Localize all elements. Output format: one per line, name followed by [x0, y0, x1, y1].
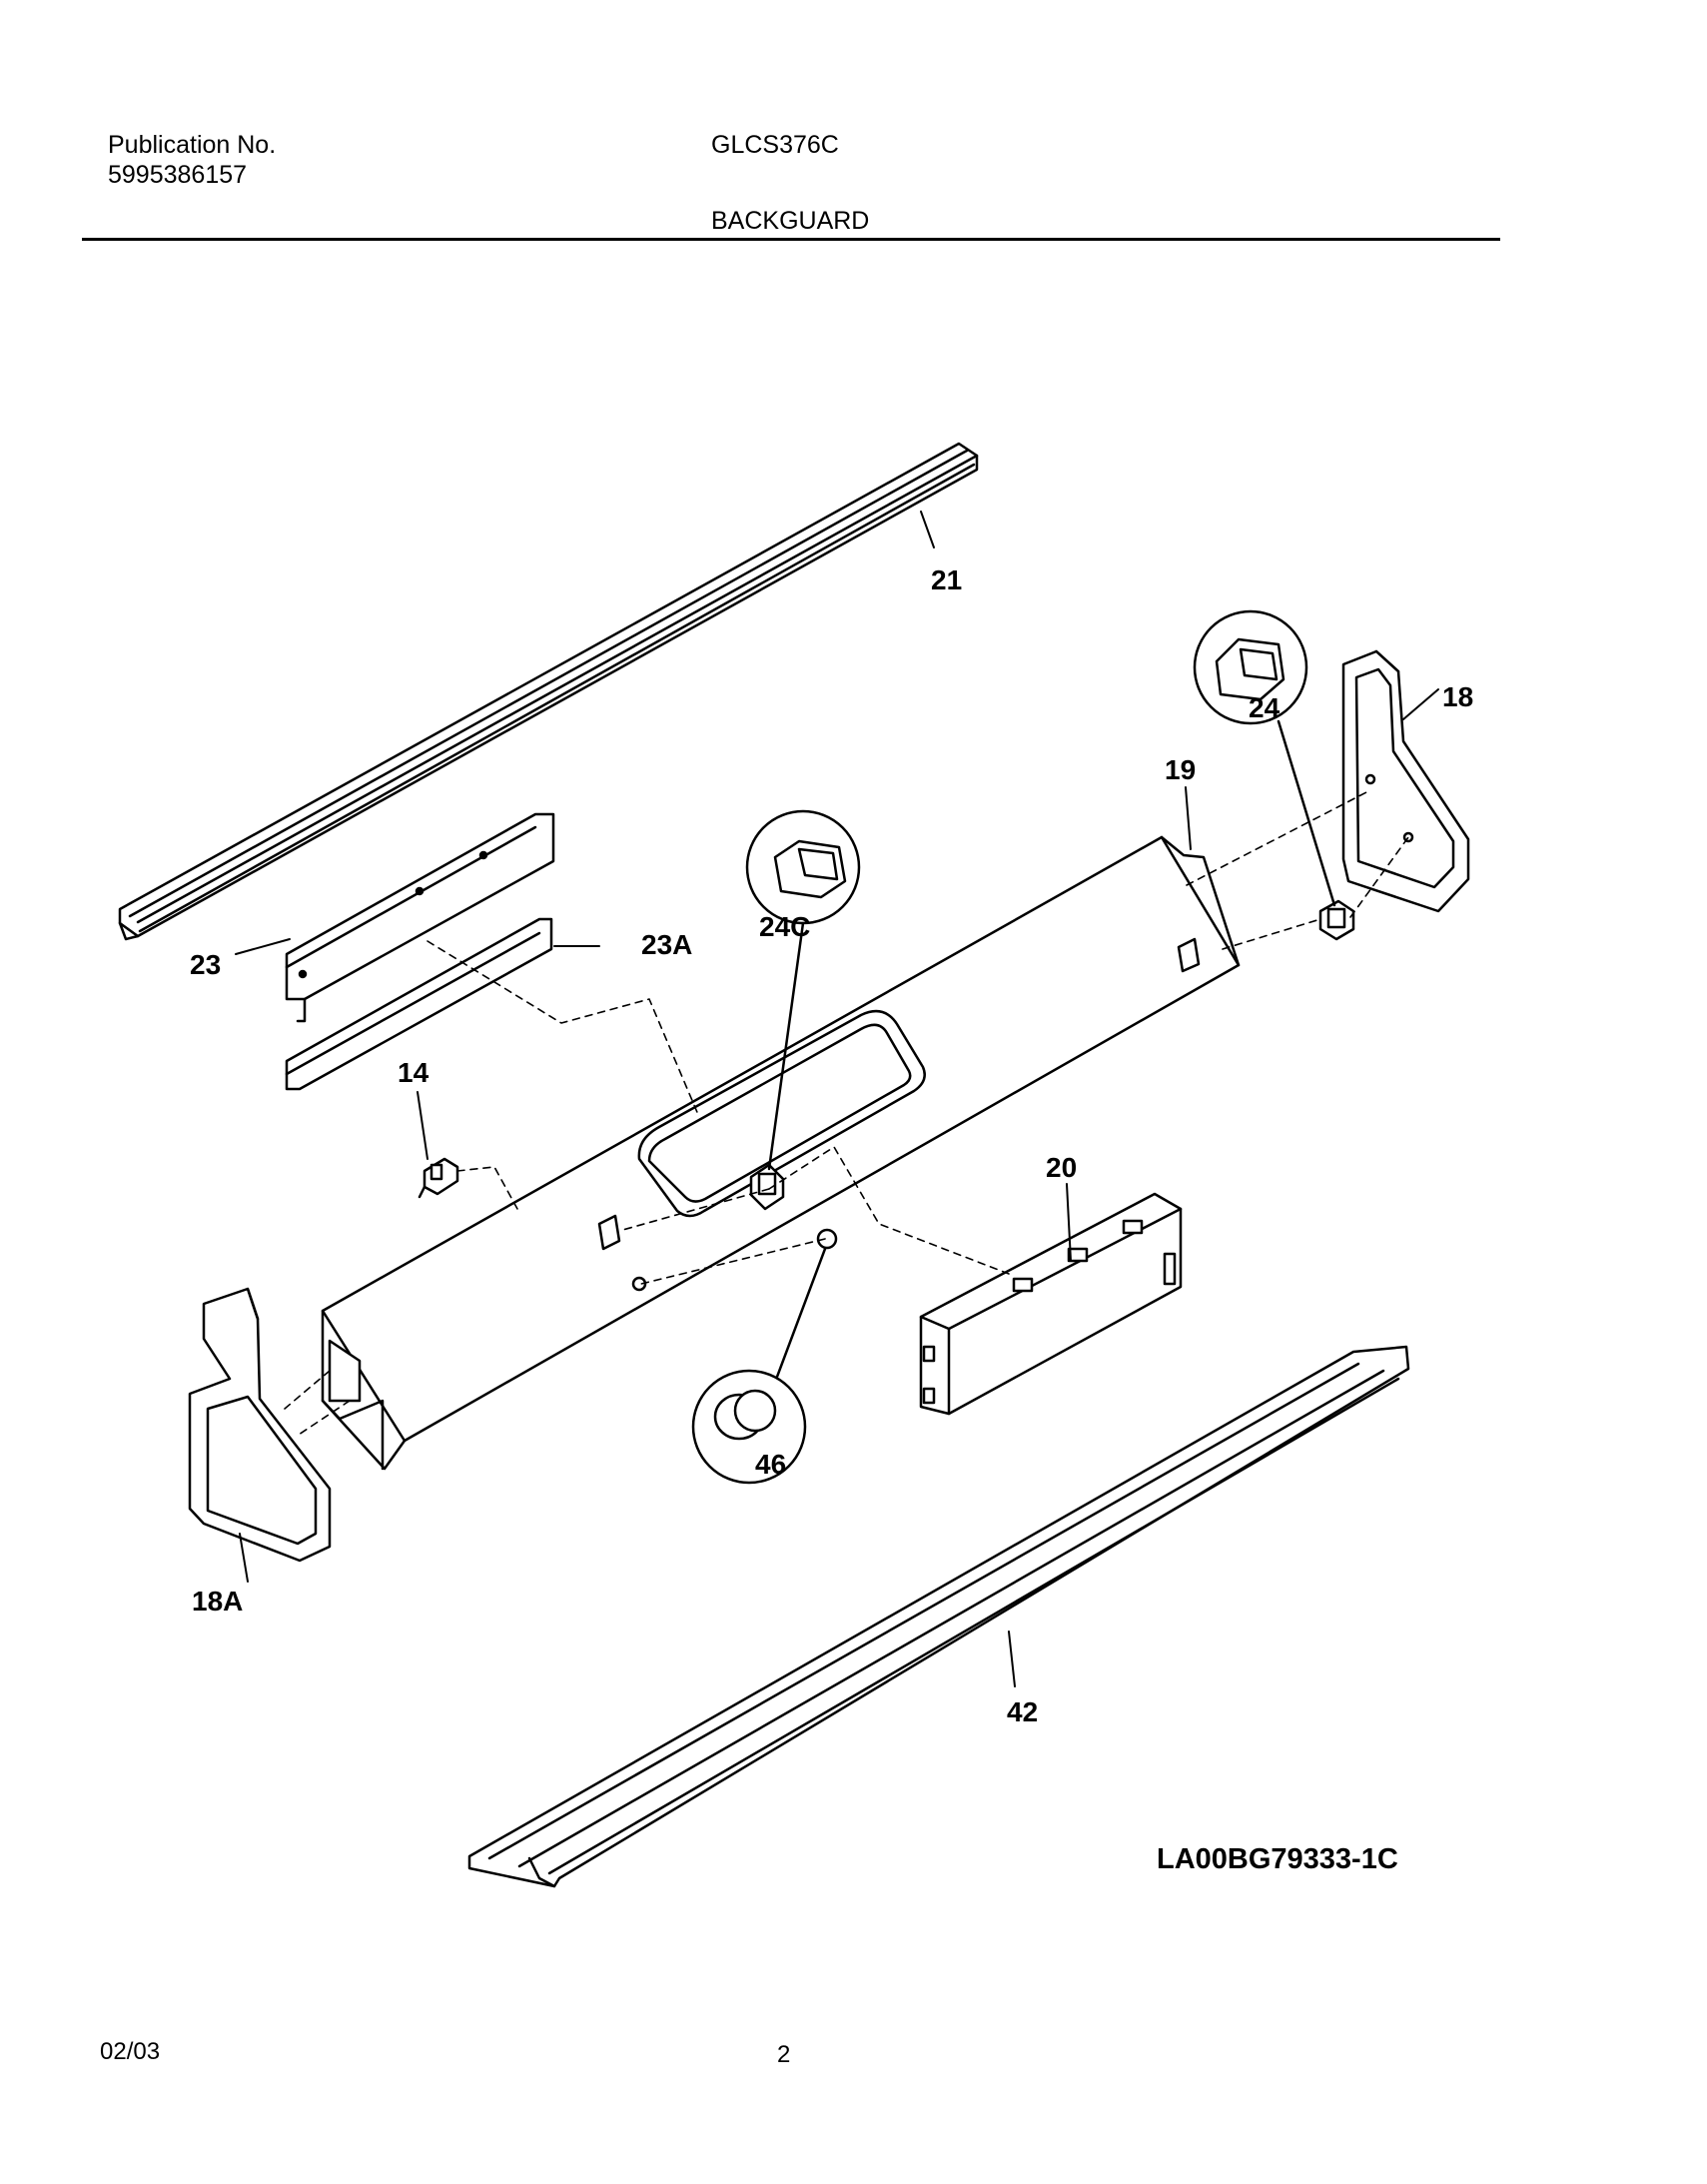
callout-24c: 24C [759, 911, 810, 942]
callout-46: 46 [755, 1449, 786, 1480]
detail-24 [1193, 609, 1336, 907]
detail-46 [691, 1247, 827, 1485]
part-18a-end-cap [188, 1287, 332, 1563]
callout-leader-lines [235, 511, 1439, 1687]
drawing-id: LA00BG79333-1C [1157, 1843, 1398, 1875]
callout-20: 20 [1046, 1152, 1077, 1183]
part-14-clip [418, 1157, 459, 1199]
callout-23: 23 [190, 949, 221, 980]
part-18-end-cap [1341, 649, 1470, 913]
callout-42: 42 [1007, 1696, 1038, 1727]
callout-21: 21 [931, 564, 962, 595]
callout-24: 24 [1249, 692, 1280, 723]
part-24c-switch-on-panel [749, 1163, 785, 1211]
model-number: GLCS376C [711, 131, 839, 159]
callout-23a: 23A [641, 929, 692, 960]
publication-number: 5995386157 [108, 161, 248, 189]
part-42-bottom-trim [467, 1345, 1410, 1888]
publication-label: Publication No. [108, 131, 277, 159]
header-rule [82, 238, 1500, 241]
part-46-knob-on-panel [816, 1228, 838, 1250]
page-number: 2 [777, 2041, 791, 2068]
section-title: BACKGUARD [711, 207, 870, 235]
callout-18: 18 [1442, 681, 1473, 712]
assembly-dashed-lines [284, 790, 1409, 1438]
callout-14: 14 [398, 1057, 429, 1088]
callout-19: 19 [1165, 754, 1196, 785]
callout-18a: 18A [192, 1586, 243, 1617]
part-20-control-board [919, 1192, 1183, 1416]
footer-date: 02/03 [100, 2038, 161, 2065]
part-21-top-trim [118, 442, 979, 941]
part-24-switch-on-panel [1318, 899, 1355, 941]
detail-24c [745, 809, 861, 1171]
part-23-bracket [285, 812, 555, 1023]
part-23a-bracket [285, 917, 553, 1091]
part-19-panel [321, 835, 1241, 1471]
